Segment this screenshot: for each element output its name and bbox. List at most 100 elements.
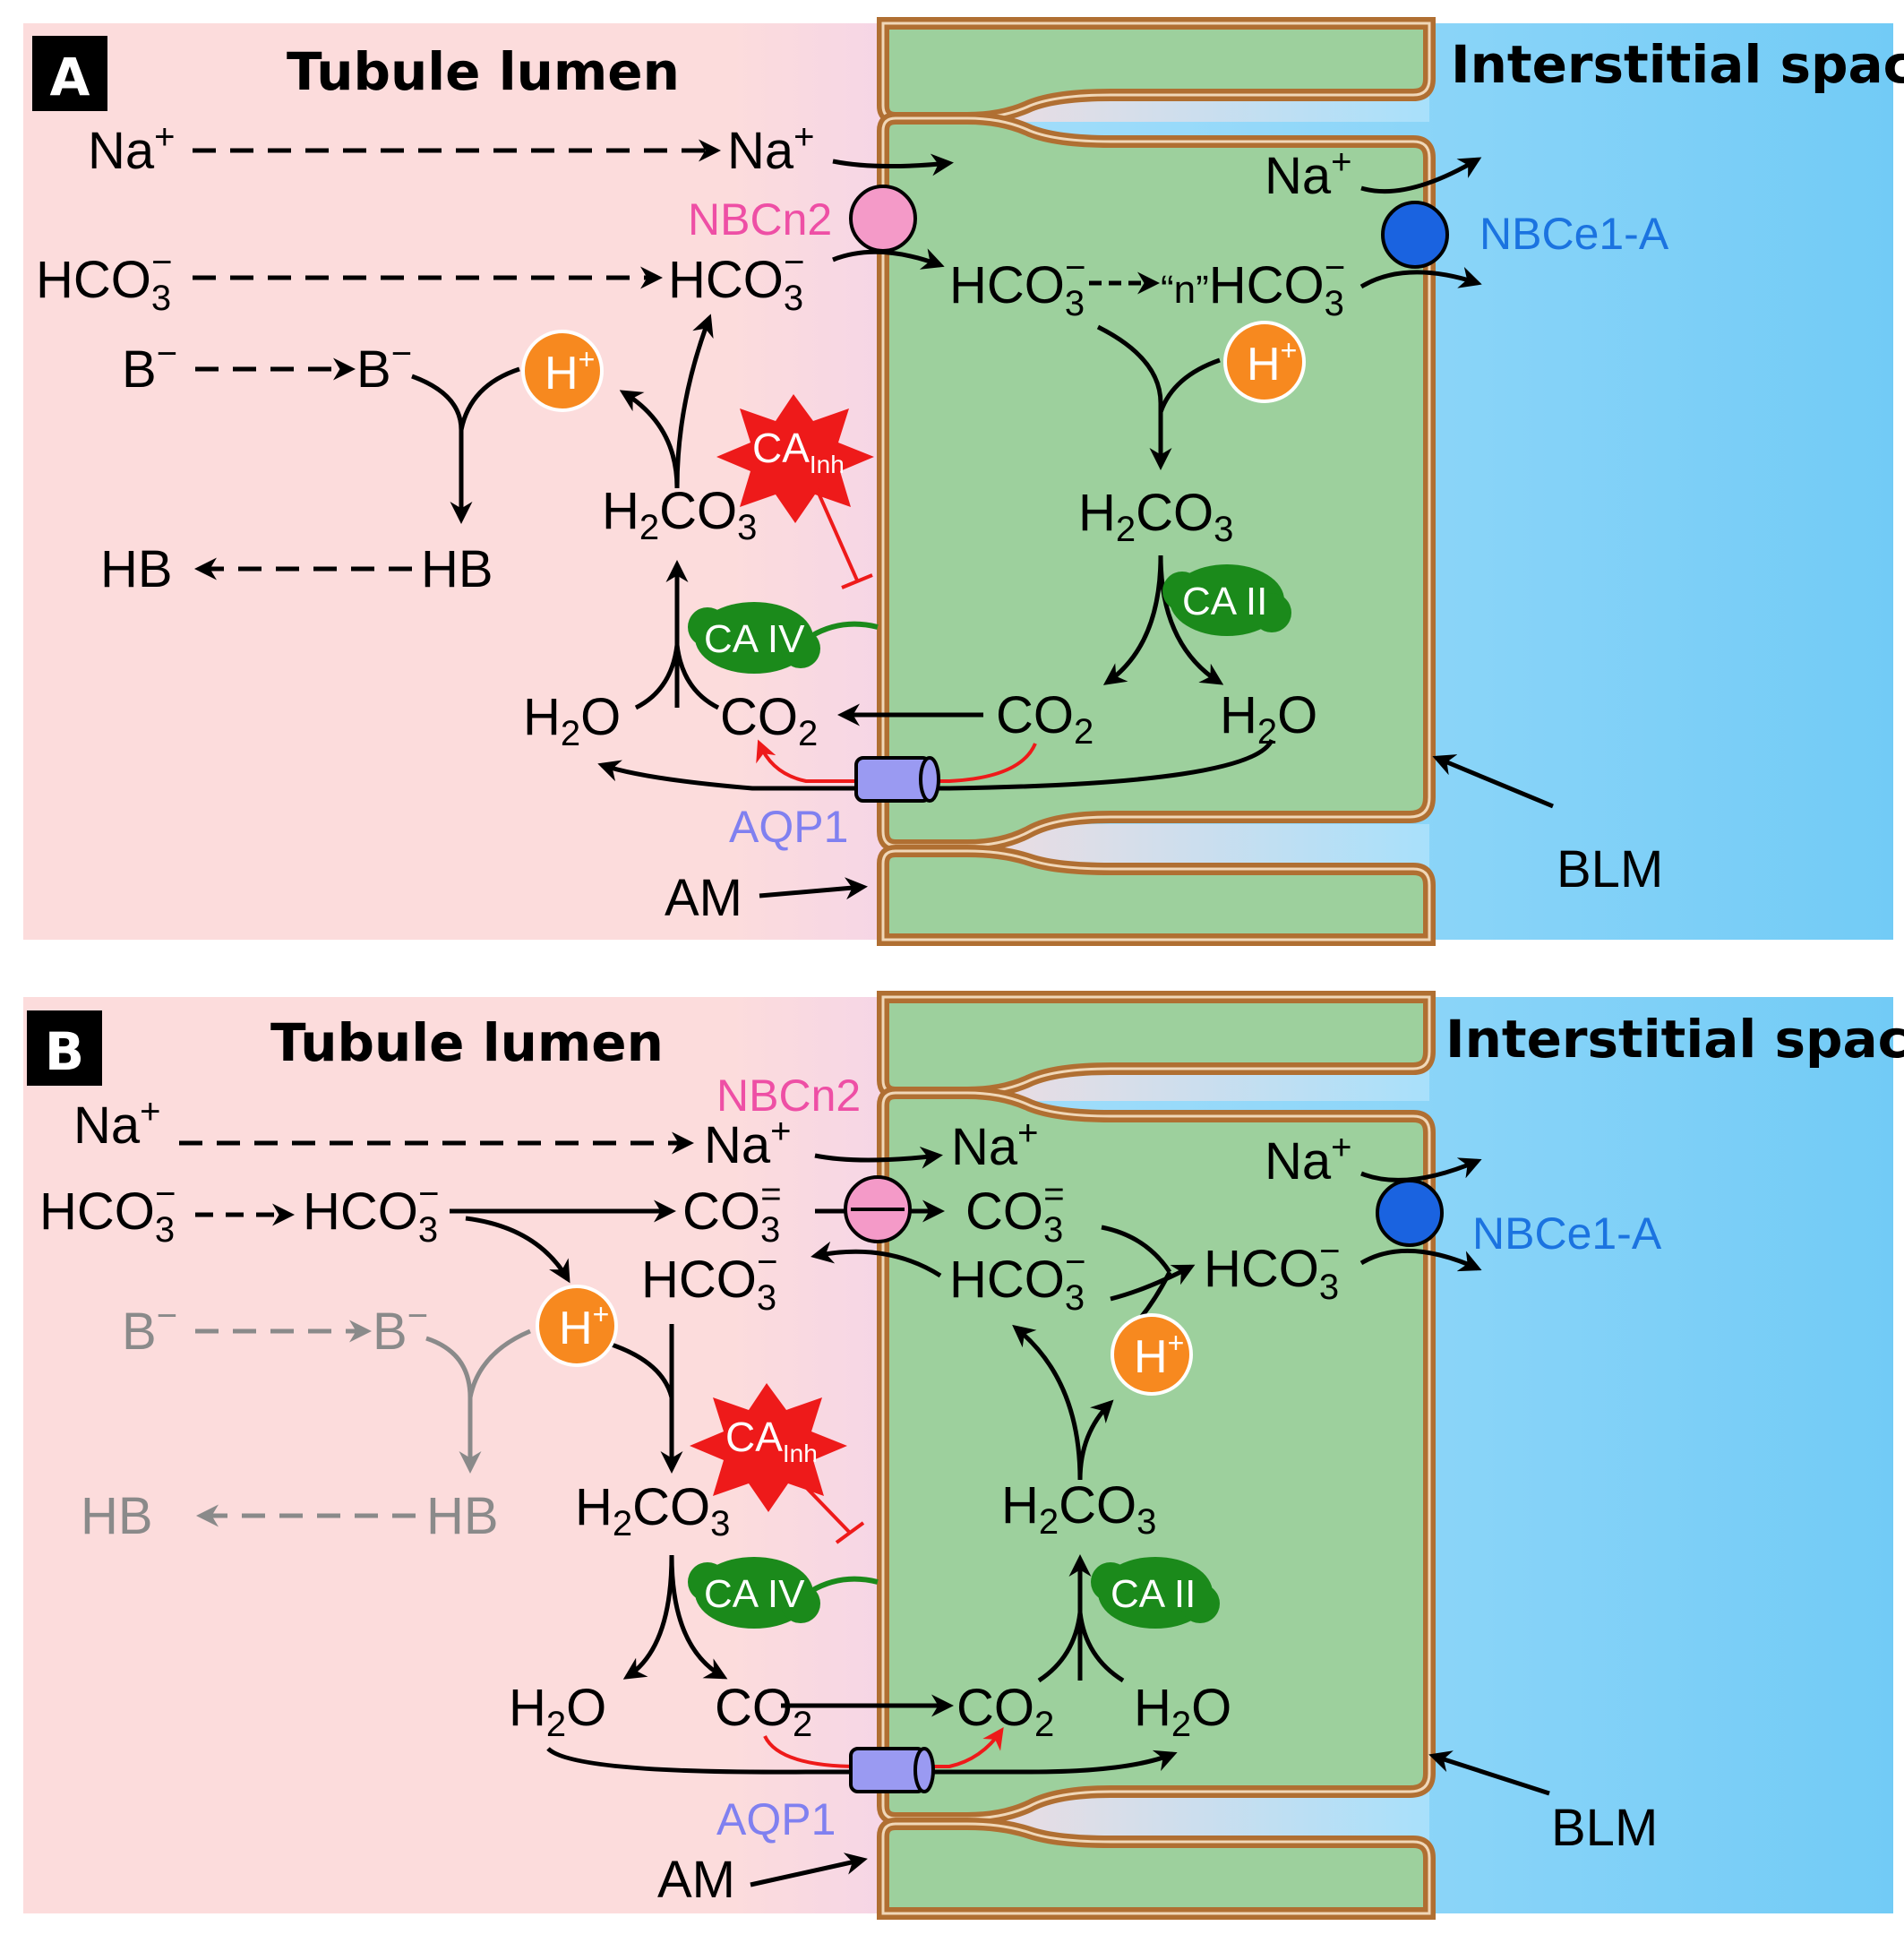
species-h2co3-cell: H2CO3 (1001, 1476, 1156, 1542)
lumen-title: Tubule lumen (287, 41, 680, 102)
svg-text:HCO3−: HCO3− (1204, 1232, 1341, 1307)
co2-aqp1-path (756, 739, 1037, 783)
nbce1-label: NBCe1-A (1479, 209, 1669, 259)
proton-icon: H+ (536, 1285, 618, 1367)
species-hco3-basolateral: HCO3− (1204, 1232, 1341, 1307)
species-hb-lumen: HB (100, 540, 173, 598)
panel-letter: A (50, 47, 90, 107)
panel-b: B Tubule lumen Interstitial space Na+ Na… (23, 991, 1904, 1920)
svg-text:H2O: H2O (509, 1679, 606, 1744)
svg-text:B−: B− (122, 334, 177, 399)
svg-text:B−: B− (122, 1296, 177, 1361)
svg-text:H2CO3: H2CO3 (1078, 484, 1233, 549)
panel-letter-box (27, 1010, 102, 1086)
cell-bottom (877, 845, 1436, 946)
aqp1-channel (849, 1747, 935, 1793)
svg-text:H2CO3: H2CO3 (602, 482, 757, 547)
svg-text:CA IV: CA IV (704, 1572, 805, 1616)
panel-a: A Tubule lumen Interstitial space Na+ Na… (23, 17, 1904, 946)
nbce1-transporter (1376, 1179, 1444, 1247)
species-n-hco3-cell: “n”HCO3− (1161, 248, 1345, 323)
svg-text:HCO3−: HCO3− (949, 1242, 1086, 1318)
species-hco3-cell: HCO3− (949, 1242, 1086, 1318)
flux-arrows (193, 139, 1554, 900)
cell-main (877, 112, 1436, 852)
svg-text:B−: B− (373, 1296, 428, 1361)
species-h2co3-cell: H2CO3 (1078, 484, 1233, 549)
panel-letter-box (32, 36, 107, 111)
nbce1-label: NBCe1-A (1472, 1208, 1662, 1259)
lumen-title: Tubule lumen (270, 1012, 664, 1073)
nbcn2-label: NBCn2 (716, 1070, 861, 1121)
species-h2o-lumen: H2O (523, 688, 621, 753)
species-hco3-lumen: HCO3− (36, 243, 173, 318)
species-h2o-cell: H2O (1134, 1679, 1231, 1744)
species-hco3-lumen-2: HCO3− (303, 1174, 440, 1250)
nbcn2-transporter (849, 185, 917, 253)
proton-icon: H+ (521, 330, 604, 412)
svg-text:H2O: H2O (1134, 1679, 1231, 1744)
svg-text:Na+: Na+ (704, 1112, 792, 1174)
ca-inhibitor-icon: CAInh (716, 394, 874, 589)
svg-text:“n”HCO3−: “n”HCO3− (1161, 248, 1345, 323)
ca2-enzyme: CA II (1091, 1557, 1220, 1629)
am-label: AM (665, 869, 742, 927)
species-b-apical: B− (356, 334, 412, 399)
species-h2co3-lumen: H2CO3 (575, 1478, 730, 1543)
ca2-enzyme: CA II (1162, 564, 1291, 636)
svg-text:CA II: CA II (1182, 580, 1267, 623)
interstitial-title: Interstitial space (1451, 34, 1904, 95)
svg-text:HCO3−: HCO3− (668, 243, 805, 318)
svg-text:CO2: CO2 (720, 688, 818, 753)
species-na-lumen: Na+ (88, 117, 176, 180)
proton-icon: H+ (1111, 1313, 1193, 1396)
species-b-lumen: B− (122, 1296, 177, 1361)
species-hb-apical: HB (426, 1487, 499, 1545)
species-hb-apical: HB (421, 540, 493, 598)
svg-text:CO3=: CO3= (682, 1174, 782, 1250)
interstitial-title: Interstitial space (1445, 1009, 1904, 1070)
ca4-enzyme: CA IV (688, 602, 879, 674)
svg-text:CO2: CO2 (715, 1679, 812, 1744)
ca4-enzyme: CA IV (688, 1557, 879, 1629)
svg-text:H+: H+ (1247, 334, 1297, 391)
blm-label: BLM (1557, 840, 1663, 898)
species-hco3-apical: HCO3− (668, 243, 805, 318)
svg-text:HCO3−: HCO3− (641, 1242, 778, 1318)
species-hco3-cell: HCO3− (949, 248, 1086, 323)
species-na-basolateral: Na+ (1265, 1128, 1352, 1191)
nbce1-transporter (1381, 201, 1449, 269)
svg-text:H2O: H2O (523, 688, 621, 753)
species-h2o-lumen: H2O (509, 1679, 606, 1744)
svg-text:H+: H+ (1134, 1327, 1184, 1383)
svg-text:HCO3−: HCO3− (39, 1174, 176, 1250)
svg-text:CO2: CO2 (996, 686, 1094, 752)
species-co2-lumen: CO2 (720, 688, 818, 753)
aqp1-channel (854, 756, 940, 803)
svg-text:CAInh: CAInh (752, 425, 845, 478)
species-na-apical: Na+ (704, 1112, 792, 1174)
proton-icon: H+ (1223, 321, 1306, 403)
svg-text:H+: H+ (559, 1298, 609, 1354)
species-co3-apical: CO3= (682, 1174, 782, 1250)
species-na-lumen: Na+ (73, 1092, 161, 1155)
svg-text:H2O: H2O (1220, 686, 1317, 752)
flux-arrows (179, 1131, 1550, 1887)
aqp1-label: AQP1 (729, 802, 848, 852)
species-b-apical: B− (373, 1296, 428, 1361)
species-na-basolateral: Na+ (1265, 142, 1352, 205)
am-label: AM (657, 1851, 735, 1909)
nbcn2-label: NBCn2 (688, 194, 832, 245)
svg-text:HCO3−: HCO3− (303, 1174, 440, 1250)
svg-text:Na+: Na+ (73, 1092, 161, 1155)
svg-text:Na+: Na+ (1265, 1128, 1352, 1191)
svg-text:Na+: Na+ (727, 117, 815, 180)
ca-inhibitor-icon: CAInh (690, 1383, 865, 1544)
blm-label: BLM (1551, 1799, 1658, 1857)
inactive-buffer-arrows (195, 1320, 531, 1527)
svg-text:Na+: Na+ (88, 117, 176, 180)
species-hb-lumen: HB (81, 1487, 153, 1545)
svg-text:CA II: CA II (1111, 1572, 1196, 1616)
cell-bottom (877, 1818, 1436, 1920)
